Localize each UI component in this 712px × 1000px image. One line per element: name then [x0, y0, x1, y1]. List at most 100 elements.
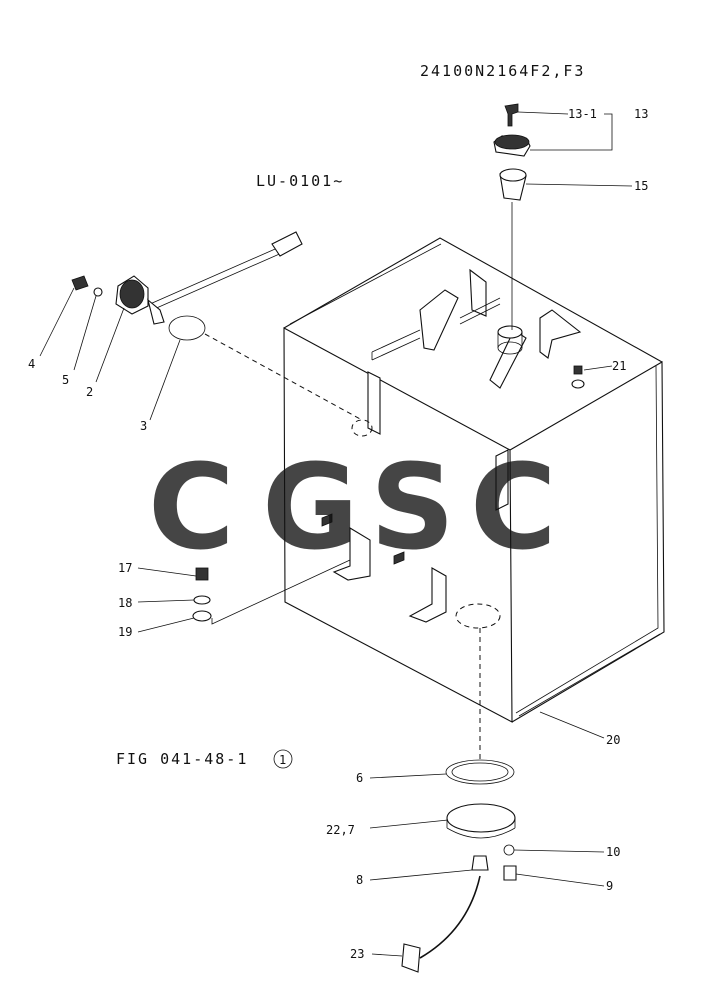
vent-bolt: [573, 365, 583, 375]
callout-3: 3: [140, 419, 147, 433]
leader-19: [137, 617, 195, 633]
vent-fittings: [571, 365, 585, 389]
callout-20: 20: [606, 733, 620, 747]
gauge-flange: [119, 279, 145, 309]
watermark: C G S C: [148, 438, 557, 576]
callout-21: 21: [612, 359, 626, 373]
drain-plug: [503, 865, 517, 881]
filler-neck-socket: [497, 325, 523, 339]
callout-6: 6: [356, 771, 363, 785]
top-bracket-right: [539, 309, 582, 359]
callout-13-1: 13-1: [568, 107, 597, 121]
gauge-bolt: [71, 275, 89, 291]
leader-21: [583, 365, 613, 371]
watermark-letter-1: C: [148, 438, 235, 576]
gauge-to-tank-dashed: [204, 333, 363, 421]
figure-id-group: FIG 041-48-1 1: [116, 749, 293, 769]
tank-top-edge-inner: [289, 243, 442, 325]
foot-bracket-left: [332, 527, 371, 581]
leader-4: [39, 287, 75, 357]
leader-8: [369, 869, 473, 881]
leader-10: [513, 849, 605, 853]
filler-neck-body: [497, 332, 523, 348]
gauge-float: [271, 231, 303, 257]
drain-fitting: [471, 855, 489, 871]
leader-13-1: [517, 111, 569, 115]
mount-nut: [192, 610, 212, 622]
drain-opening-dashed: [455, 603, 501, 629]
mount-washer: [193, 595, 211, 605]
strainer-top: [499, 168, 527, 182]
drain-ring: [503, 844, 515, 856]
drain-plate-bottom: [446, 827, 516, 839]
leader-22-7: [369, 819, 449, 829]
cap-key: [504, 103, 519, 127]
figure-suffix-circle: [273, 749, 293, 769]
leader-17: [137, 567, 197, 577]
callout-15: 15: [634, 179, 648, 193]
filler-neck-bottom: [497, 341, 523, 355]
filler-cap-assembly: [493, 103, 531, 330]
gauge-rod: [149, 245, 285, 311]
leader-9: [515, 873, 605, 887]
leader-15: [525, 183, 633, 187]
leader-23: [371, 953, 403, 957]
drain-gasket-inner: [451, 762, 509, 782]
tank-side-face: [509, 361, 665, 723]
top-bracket-mid: [469, 268, 487, 317]
drain-hose: [419, 875, 481, 959]
front-mount-bracket: [367, 371, 381, 435]
vent-nut: [571, 379, 585, 389]
leader-3: [149, 339, 181, 421]
drain-gasket: [445, 759, 515, 785]
drain-cock: [401, 943, 421, 973]
mount-bolt: [195, 567, 209, 581]
stud-2: [393, 551, 405, 565]
top-rail-2: [459, 297, 501, 325]
figure-suffix-label: 1: [279, 753, 286, 767]
foot-bracket-right: [408, 567, 447, 623]
stud-1: [321, 513, 333, 527]
callout-5: 5: [62, 373, 69, 387]
filler-cap-top: [494, 134, 530, 150]
callout-19: 19: [118, 625, 132, 639]
top-bracket-left: [419, 289, 459, 351]
fuel-tank: [283, 237, 665, 723]
callout-13: 13: [634, 107, 648, 121]
callout-labels: 13-1 13 15 21 4 5 2 3 17 18 19 20 6 22,7…: [28, 107, 648, 961]
drain-assembly: [401, 628, 517, 973]
drain-plate: [446, 803, 516, 833]
top-bracket-front: [489, 329, 527, 389]
callout-8: 8: [356, 873, 363, 887]
callout-22-7: 22,7: [326, 823, 355, 837]
figure-id-label: FIG 041-48-1: [116, 750, 248, 768]
part-code-label: 24100N2164F2,F3: [420, 62, 585, 80]
callout-4: 4: [28, 357, 35, 371]
callout-9: 9: [606, 879, 613, 893]
leader-18: [137, 599, 195, 603]
leader-6: [369, 773, 447, 779]
tank-bottom-edge: [518, 633, 661, 717]
leader-13: [530, 113, 613, 151]
gauge-gasket: [168, 315, 206, 341]
mount-hardware-leader: [211, 559, 351, 625]
mount-hole-dashed: [351, 419, 373, 437]
fuel-gauge-assembly: [71, 231, 363, 421]
watermark-letter-2: G: [262, 438, 359, 576]
watermark-letter-3: S: [370, 438, 455, 576]
gauge-stem: [147, 298, 165, 325]
callout-18: 18: [118, 596, 132, 610]
tank-top-face: [283, 237, 663, 363]
leader-20: [539, 711, 605, 739]
serial-range-label: LU-0101~: [256, 172, 344, 190]
tank-side-edge-inner: [515, 365, 659, 714]
callout-10: 10: [606, 845, 620, 859]
callout-17: 17: [118, 561, 132, 575]
drain-plate-side: [446, 818, 516, 828]
gauge-washer: [93, 287, 103, 297]
mount-hardware: [192, 559, 351, 625]
leader-2: [95, 307, 125, 383]
callout-2: 2: [86, 385, 93, 399]
top-rail: [371, 329, 421, 361]
